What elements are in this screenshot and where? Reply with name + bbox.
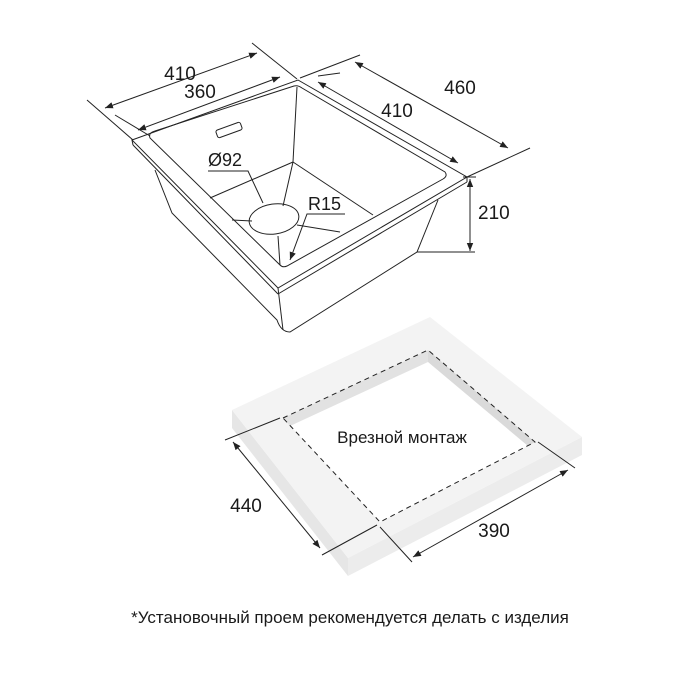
footnote: *Установочный проем рекомендуется делать… [131,608,569,627]
sink-body [131,79,468,333]
dim-height: 210 [478,203,510,224]
cutout-depth: 440 [230,496,262,517]
countertop: Врезной монтаж 440 390 [224,317,582,576]
overflow-icon [215,121,243,139]
dim-width-inner: 360 [184,82,216,103]
drain-diameter-label: Ø92 [208,150,242,170]
mounting-type-label: Врезной монтаж [337,428,467,447]
cutout-outline [282,349,536,523]
sink-dimensions: 410 360 460 410 210 Ø92 R15 [86,42,531,261]
dim-depth-outer: 460 [444,78,476,99]
dim-width-outer: 410 [164,64,196,85]
cutout-width: 390 [478,521,510,542]
drain-hole [248,203,300,235]
dim-depth-inner: 410 [381,101,413,122]
corner-radius-label: R15 [308,194,341,214]
